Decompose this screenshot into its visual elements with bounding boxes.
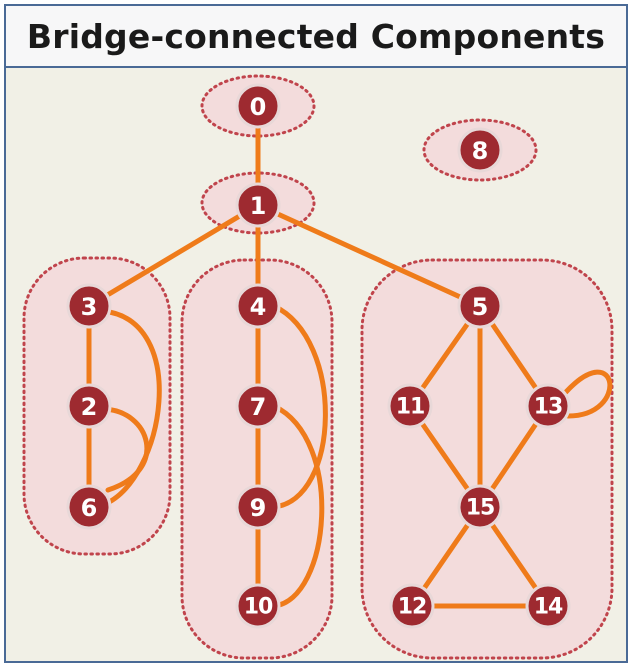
node-7: 7	[235, 383, 281, 429]
node-8: 8	[457, 127, 503, 173]
node-0-label: 0	[250, 93, 267, 121]
node-9-label: 9	[250, 494, 267, 522]
node-1-circle	[235, 182, 281, 228]
edge-1-5	[255, 202, 483, 309]
node-7-circle	[235, 383, 281, 429]
node-6-circle	[66, 484, 112, 530]
node-10-circle	[235, 583, 281, 629]
node-13-label: 13	[534, 395, 563, 420]
node-0: 0	[235, 83, 281, 129]
component-5-11-13-15-12-14	[360, 258, 614, 660]
node-2-label: 2	[81, 393, 98, 421]
node-0-circle	[235, 83, 281, 129]
node-4-circle	[235, 283, 281, 329]
node-12-circle	[389, 583, 435, 629]
edge-2-6-2	[100, 406, 150, 493]
node-3-circle	[66, 283, 112, 329]
node-4: 4	[235, 283, 281, 329]
diagram-title: Bridge-connected Components	[6, 6, 626, 68]
node-13-circle	[525, 383, 571, 429]
node-12-label: 12	[398, 595, 427, 620]
node-2: 2	[66, 383, 112, 429]
node-9: 9	[235, 484, 281, 530]
node-6-label: 6	[81, 494, 98, 522]
node-14-circle	[525, 583, 571, 629]
node-11-label: 11	[396, 395, 425, 420]
node-2-circle	[66, 383, 112, 429]
node-10-label: 10	[244, 595, 273, 620]
node-3-label: 3	[81, 293, 98, 321]
node-5-circle	[457, 283, 503, 329]
node-13: 13	[525, 383, 571, 429]
node-4-label: 4	[250, 293, 267, 321]
node-3: 3	[66, 283, 112, 329]
node-8-circle	[457, 127, 503, 173]
node-10: 10	[235, 583, 281, 629]
edge-3-6	[100, 308, 162, 508]
edge-13-13	[563, 369, 613, 419]
node-1: 1	[235, 182, 281, 228]
node-12: 12	[389, 583, 435, 629]
node-15-circle	[457, 484, 503, 530]
node-11: 11	[387, 383, 433, 429]
node-11-circle	[387, 383, 433, 429]
node-8-label: 8	[472, 137, 489, 165]
node-7-label: 7	[250, 393, 267, 421]
node-5-label: 5	[472, 293, 489, 321]
node-14: 14	[525, 583, 571, 629]
edge-1-3	[86, 202, 261, 309]
node-1-label: 1	[250, 192, 267, 220]
node-9-circle	[235, 484, 281, 530]
node-6: 6	[66, 484, 112, 530]
node-5: 5	[457, 283, 503, 329]
edge-7-10	[271, 403, 325, 609]
node-14-label: 14	[534, 595, 563, 620]
node-15: 15	[457, 484, 503, 530]
node-15-label: 15	[466, 496, 495, 521]
edge-4-9	[271, 303, 328, 510]
